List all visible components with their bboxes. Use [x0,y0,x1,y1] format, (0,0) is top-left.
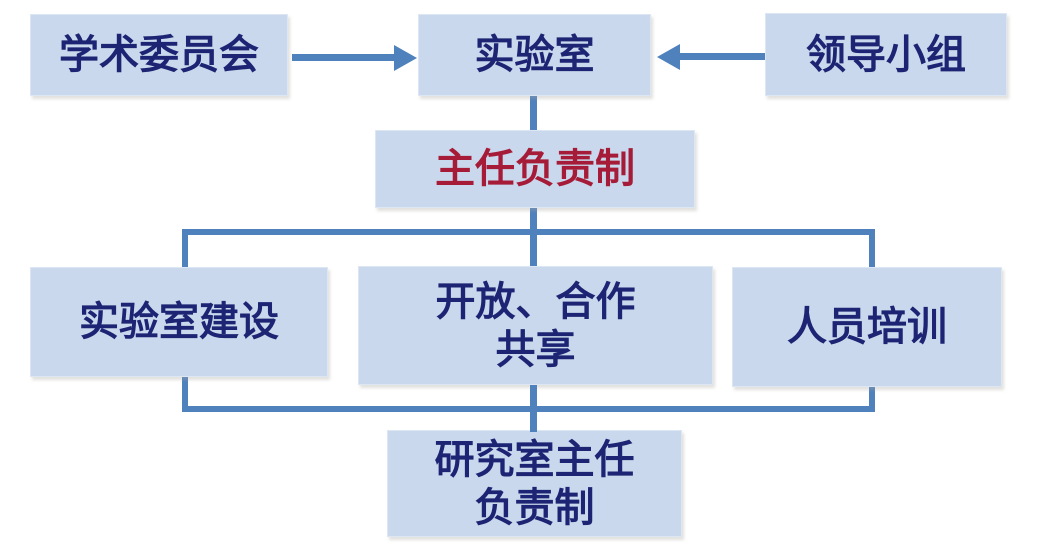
node-director-responsibility: 主任负责制 [375,130,695,208]
connector-director-down [530,208,537,235]
node-personnel-training: 人员培训 [732,267,1002,387]
connector-center-down [530,385,537,432]
node-open-cooperation-sharing: 开放、合作 共享 [358,266,713,385]
arrow-academic-to-lab-shaft [292,54,395,61]
connector-top-bus-left-drop [182,229,188,269]
node-lab-construction: 实验室建设 [30,267,328,377]
connector-labcon-down [182,377,188,412]
connector-lab-to-director [530,96,537,132]
connector-top-bus-center-drop [530,229,537,269]
connector-top-bus-right-drop [869,229,875,269]
arrow-left-icon [657,44,680,70]
connector-training-down [869,387,875,412]
connector-top-bus [182,229,875,235]
node-research-office-director: 研究室主任 负责制 [387,430,682,537]
arrow-leadgroup-to-lab-shaft [680,53,765,60]
node-leading-group: 领导小组 [765,13,1007,96]
node-laboratory: 实验室 [418,14,651,96]
node-academic-committee: 学术委员会 [30,14,288,96]
arrow-right-icon [394,45,417,71]
connector-bottom-bus [182,406,875,412]
